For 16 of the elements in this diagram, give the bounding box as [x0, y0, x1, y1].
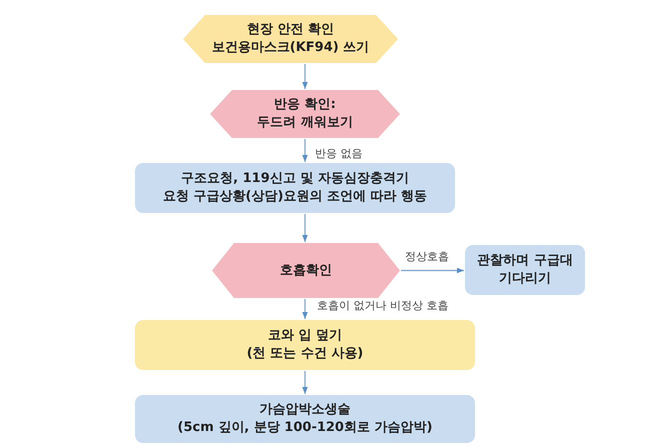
edge-label: 호흡이 없거나 비정상 호흡: [315, 298, 450, 313]
rounded-box: 코와 입 덮기 (천 또는 수건 사용): [135, 320, 475, 370]
arrow: [302, 299, 308, 319]
edge-label: 정상호흡: [403, 249, 451, 264]
hexagon-box: 현장 안전 확인 보건용마스크(KF94) 쓰기: [183, 15, 398, 63]
arrow: [401, 268, 464, 274]
rounded-box: 구조요청, 119신고 및 자동심장충격기 요청 구급상황(상담)요원의 조언에 따라 행동: [135, 163, 455, 213]
rounded-box: 관찰하며 구급대 기다리기: [465, 245, 585, 295]
arrow: [302, 371, 308, 394]
arrow: [302, 139, 308, 162]
arrow: [302, 214, 308, 242]
edge-label: 반응 없음: [313, 146, 364, 161]
arrow: [302, 64, 308, 89]
hexagon-box: 반응 확인: 두드려 깨워보기: [210, 90, 400, 138]
hexagon-box: 호흡확인: [212, 243, 400, 298]
rounded-box: 가슴압박소생술 (5cm 깊이, 분당 100-120회로 가슴압박): [135, 395, 475, 443]
